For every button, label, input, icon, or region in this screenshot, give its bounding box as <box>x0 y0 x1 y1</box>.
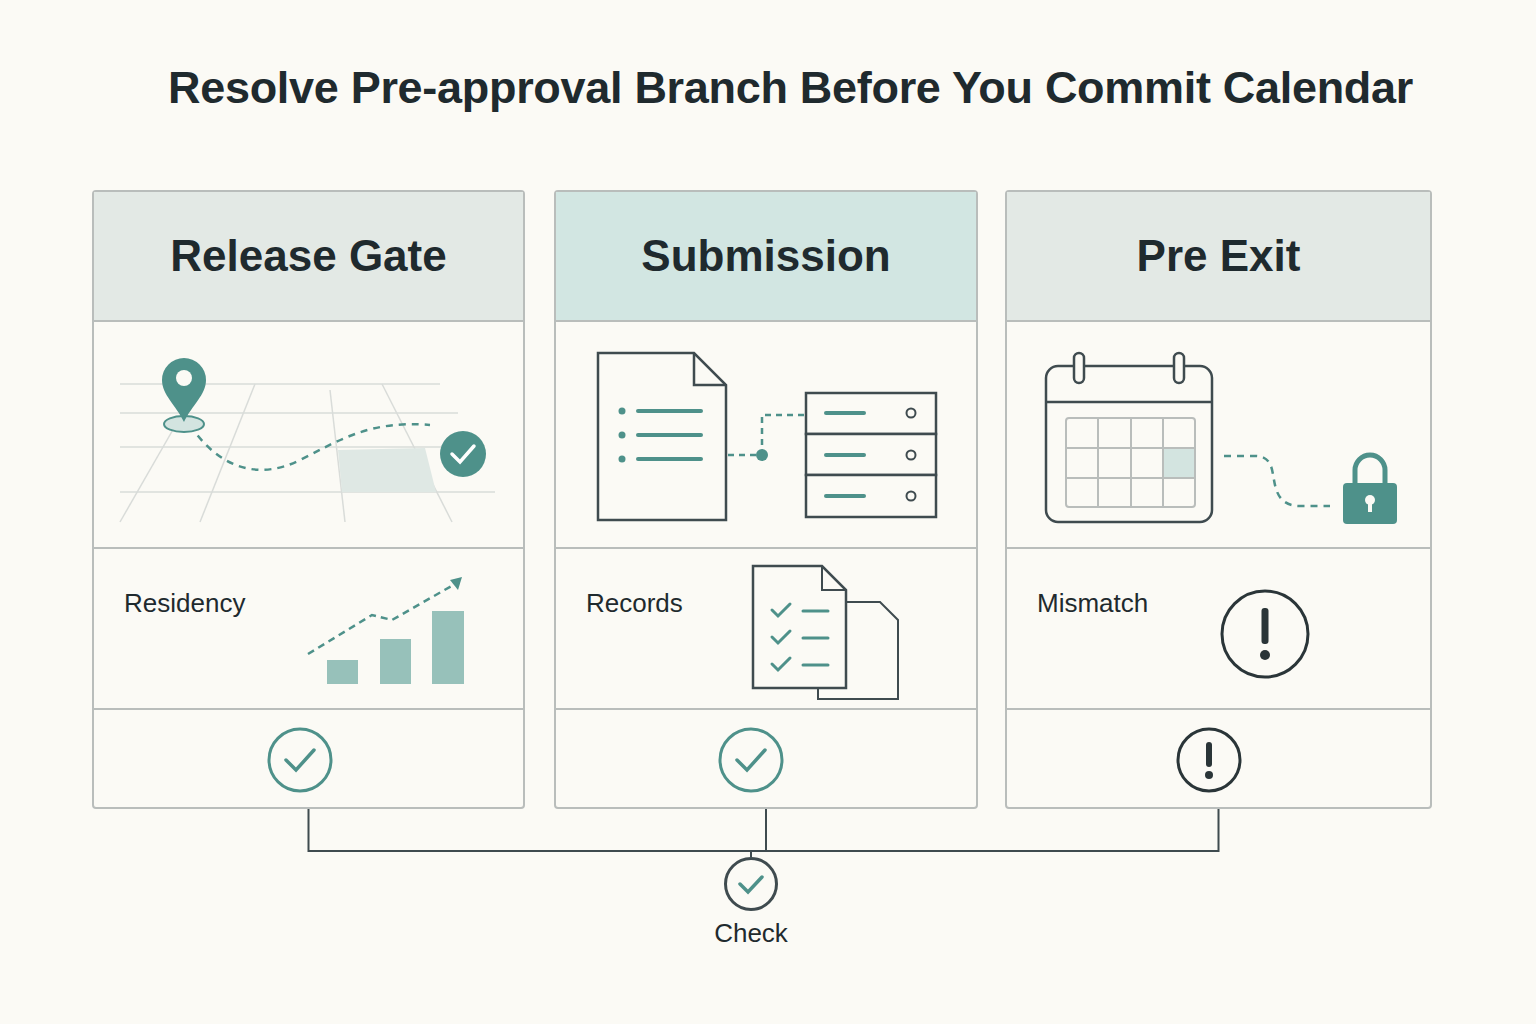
check-mark <box>727 860 775 908</box>
column-panel: Pre ExitMismatch <box>1005 190 1432 809</box>
panel-header: Submission <box>556 192 976 322</box>
panel-header: Release Gate <box>94 192 523 322</box>
connector <box>309 809 752 857</box>
diagram-title: Resolve Pre-approval Branch Before You C… <box>168 62 1413 114</box>
row-label: Records <box>586 588 683 619</box>
connector <box>751 809 766 857</box>
connector <box>751 809 1219 857</box>
panel-heading: Release Gate <box>170 231 446 281</box>
row-label: Mismatch <box>1037 588 1148 619</box>
panel-heading: Submission <box>641 231 890 281</box>
column-panel: SubmissionRecords <box>554 190 978 809</box>
column-panel: Release GateResidency <box>92 190 525 809</box>
panel-heading: Pre Exit <box>1137 231 1301 281</box>
panel-header: Pre Exit <box>1007 192 1430 322</box>
check-node: Check <box>724 857 778 911</box>
node-label: Check <box>714 918 788 949</box>
row-label: Residency <box>124 588 245 619</box>
